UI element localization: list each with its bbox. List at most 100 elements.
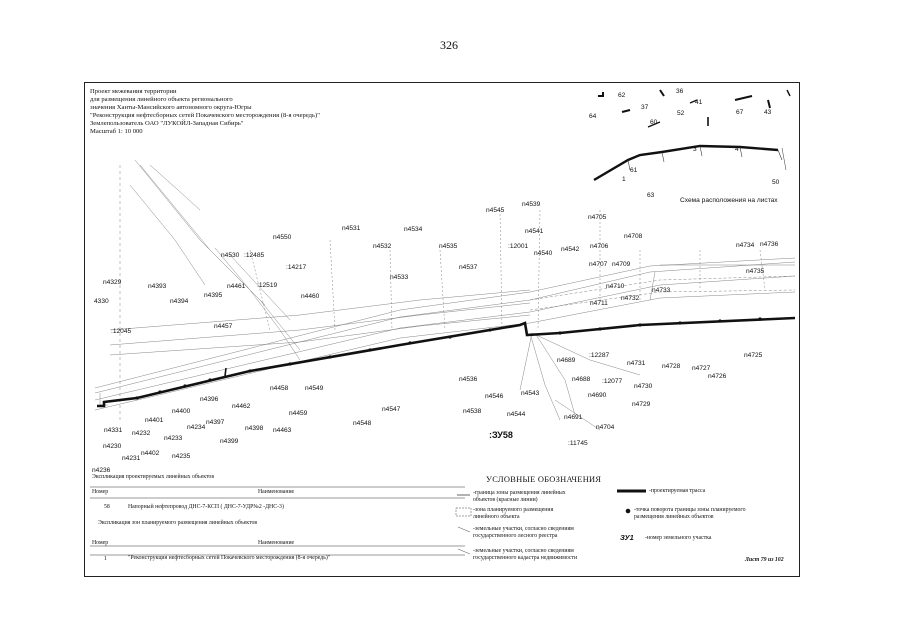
explication-col-number: Номер xyxy=(92,489,109,495)
map-label: 4330 xyxy=(94,298,109,305)
legend-item-turning-point-2: размещения линейных объектов xyxy=(634,514,714,520)
inset-label: 43 xyxy=(764,109,772,116)
header-line-4: "Реконструкция нефтесборных сетей Покаче… xyxy=(90,112,320,119)
map-label: n4460 xyxy=(301,293,320,300)
header-line-6: Масштаб 1: 10 000 xyxy=(90,128,143,135)
inset-label: 4 xyxy=(735,146,739,153)
map-label: n4399 xyxy=(220,438,239,445)
header-line-5: Землепользователь ОАО "ЛУКОЙЛ-Западная С… xyxy=(90,120,244,127)
map-label: n4533 xyxy=(390,274,409,281)
map-label: n4711 xyxy=(590,300,608,307)
map-label: n4461 xyxy=(227,283,246,290)
map-label: :12287 xyxy=(589,352,610,359)
map-label: :12045 xyxy=(111,328,132,335)
inset-label: 1 xyxy=(622,176,626,183)
legend-item-red-lines-2: объектов (красные линии) xyxy=(473,497,538,503)
map-label: n4733 xyxy=(652,287,671,294)
header-line-2: для размещения линейного объекта региона… xyxy=(90,96,233,103)
drawing-frame xyxy=(84,82,800,577)
map-label: n4708 xyxy=(624,233,643,240)
inset-label: 52 xyxy=(677,110,685,117)
map-label: n4540 xyxy=(534,250,553,257)
explication-row-number: 58 xyxy=(104,504,110,510)
map-label: n4535 xyxy=(439,243,458,250)
map-label: n4395 xyxy=(204,292,223,299)
map-label: n4691 xyxy=(564,414,583,421)
map-label: n4537 xyxy=(459,264,478,271)
legend-item-zone-2: линейного объекта xyxy=(473,514,520,520)
header-line-1: Проект межевания территории xyxy=(90,88,177,95)
map-label: n4689 xyxy=(557,357,576,364)
land-plot-label: :ЗУ58 xyxy=(489,430,513,440)
explication-row-name: Напорный нефтепровод ДНС-7-КСП ( ДНС-7-У… xyxy=(128,504,284,510)
map-labels: n4545 n4539 n4705 n4531 n4534 n4541 n470… xyxy=(92,201,779,474)
explication-col-name: Наименование xyxy=(258,489,295,495)
map-label: n4232 xyxy=(132,430,151,437)
legend-item-plot-number: -номер земельного участка xyxy=(645,535,712,541)
route-turning-points xyxy=(135,317,762,400)
legend-item-zone-1: -зона планируемого размещения xyxy=(473,507,554,513)
map-label: n4726 xyxy=(708,373,727,380)
map-label: n4732 xyxy=(621,295,640,302)
map-label: n4731 xyxy=(627,360,646,367)
map-label: n4401 xyxy=(145,417,164,424)
inset-label: 63 xyxy=(647,192,655,199)
map-label: n4542 xyxy=(561,246,580,253)
map-label: n4538 xyxy=(463,408,482,415)
parcel-lines xyxy=(94,159,796,431)
map-label: n4463 xyxy=(273,427,292,434)
inset-label: 60 xyxy=(650,119,658,126)
map-label: n4397 xyxy=(206,419,225,426)
inset-caption: Схема расположения на листах xyxy=(680,197,778,204)
explication-table-lines xyxy=(90,486,465,556)
map-label: n4532 xyxy=(373,243,392,250)
map-label: n4457 xyxy=(214,323,233,330)
legend-title: УСЛОВНЫЕ ОБОЗНАЧЕНИЯ xyxy=(486,475,602,484)
inset-label: 50 xyxy=(772,179,780,186)
map-label: n4734 xyxy=(736,242,755,249)
map-label: n4736 xyxy=(760,241,779,248)
map-label: n4710 xyxy=(606,283,625,290)
map-label: n4230 xyxy=(103,443,122,450)
map-label: n4402 xyxy=(141,450,160,457)
zones-row-number: 1 xyxy=(104,556,107,562)
map-label: n4331 xyxy=(104,427,123,434)
map-label: n4396 xyxy=(200,396,219,403)
legend-item-red-lines-1: -граница зоны размещения линейных xyxy=(473,490,566,496)
zones-col-number: Номер xyxy=(92,540,109,546)
inset-scheme xyxy=(593,89,791,182)
map-label: n4329 xyxy=(103,279,122,286)
map-label: n4728 xyxy=(662,363,681,370)
inset-label: 64 xyxy=(589,113,597,120)
sheet-label: Лист 79 из 102 xyxy=(745,557,784,563)
map-label: n4705 xyxy=(588,214,607,221)
zones-row-name: "Реконструкция нефтесборных сетей Покаче… xyxy=(128,555,331,561)
map-label: n4459 xyxy=(289,410,308,417)
projected-route xyxy=(97,316,796,408)
header-line-3: значения Ханты-Мансийского автономного о… xyxy=(90,104,252,111)
map-label: n4236 xyxy=(92,467,111,474)
inset-label: 62 xyxy=(618,92,626,99)
map-label: n4394 xyxy=(170,298,189,305)
map-label: n4707 xyxy=(589,261,608,268)
legend-item-turning-point-1: -точка поворота границы зоны планируемог… xyxy=(634,507,746,513)
map-label: n4534 xyxy=(404,226,423,233)
map-label: :12485 xyxy=(244,252,265,259)
map-label: n4690 xyxy=(588,392,607,399)
legend-item-cadastre-2: государственного кадастра недвижимости xyxy=(473,555,578,561)
inset-label: 61 xyxy=(630,167,638,174)
map-label: n4706 xyxy=(590,243,609,250)
map-label: n4233 xyxy=(164,435,183,442)
map-label: n4704 xyxy=(596,424,615,431)
map-label: :12077 xyxy=(602,378,623,385)
map-label: :12519 xyxy=(257,282,278,289)
map-label: n4539 xyxy=(522,201,541,208)
zones-explication-title: Экспликация зон планируемого размещения … xyxy=(98,520,258,526)
map-label: n4725 xyxy=(744,352,763,359)
map-label: n4549 xyxy=(305,385,324,392)
legend-item-cadastre-1: -земельные участки, согласно сведениям xyxy=(473,548,574,554)
legend-symbols xyxy=(455,489,646,555)
page-number: 326 xyxy=(440,38,458,52)
map-label: n4458 xyxy=(270,385,289,392)
